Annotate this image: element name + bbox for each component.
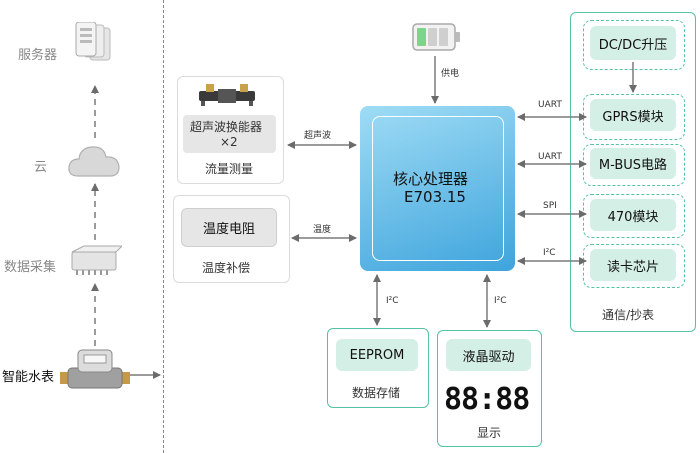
transducer-label: 超声波换能器 (190, 120, 263, 134)
power-label: 供电 (441, 69, 460, 79)
gprs-module: GPRS模块 (590, 99, 676, 131)
display-caption: 显示 (477, 426, 502, 440)
battery-icon (412, 22, 462, 56)
card-reader-module: 读卡芯片 (590, 249, 676, 281)
uart-link-label-1: UART (538, 100, 562, 110)
i2c-link-label-comm: I²C (543, 248, 556, 258)
spi-link-label: SPI (543, 201, 557, 211)
temp-caption: 温度补偿 (202, 261, 251, 275)
transducer-box (183, 115, 276, 153)
left-divider (163, 0, 164, 453)
eeprom-box: EEPROM (336, 339, 418, 371)
chip-icon (66, 244, 124, 284)
comm-dashwrap-5 (583, 244, 685, 288)
cpu-title: 核心处理器 (393, 170, 469, 188)
module-470: 470模块 (590, 199, 676, 231)
cpu-block (360, 106, 515, 271)
water-meter-icon (60, 348, 130, 396)
comm-caption: 通信/抄表 (602, 308, 655, 322)
comm-dashwrap-1 (583, 20, 685, 70)
meter-label: 智能水表 (2, 370, 55, 385)
cloud-label: 云 (34, 160, 48, 175)
cpu-inner-border (372, 116, 504, 261)
collect-label: 数据采集 (4, 260, 57, 275)
transducer-count: ×2 (220, 135, 238, 149)
transducer-icon (196, 80, 258, 114)
cpu-model: E703.15 (404, 188, 466, 206)
temp-sensor-label: 温度电阻 (202, 222, 255, 237)
server-icon (72, 21, 116, 68)
mbus-module: M-BUS电路 (590, 148, 676, 179)
temp-sensor-box: 温度电阻 (181, 208, 277, 247)
storage-link-label: I²C (386, 296, 399, 306)
dcdc-module: DC/DC升压 (590, 26, 676, 60)
uart-link-label-2: UART (538, 152, 562, 162)
storage-caption: 数据存储 (352, 386, 401, 400)
cloud-icon (66, 140, 122, 184)
lcd-driver-box: 液晶驱动 (446, 339, 531, 371)
server-label: 服务器 (18, 48, 58, 63)
lcd-digits: 88:88 (444, 382, 530, 417)
display-link-label: I²C (494, 296, 507, 306)
flow-link-label: 超声波 (304, 131, 332, 141)
flow-caption: 流量测量 (205, 162, 254, 176)
temp-link-label: 温度 (313, 225, 332, 235)
